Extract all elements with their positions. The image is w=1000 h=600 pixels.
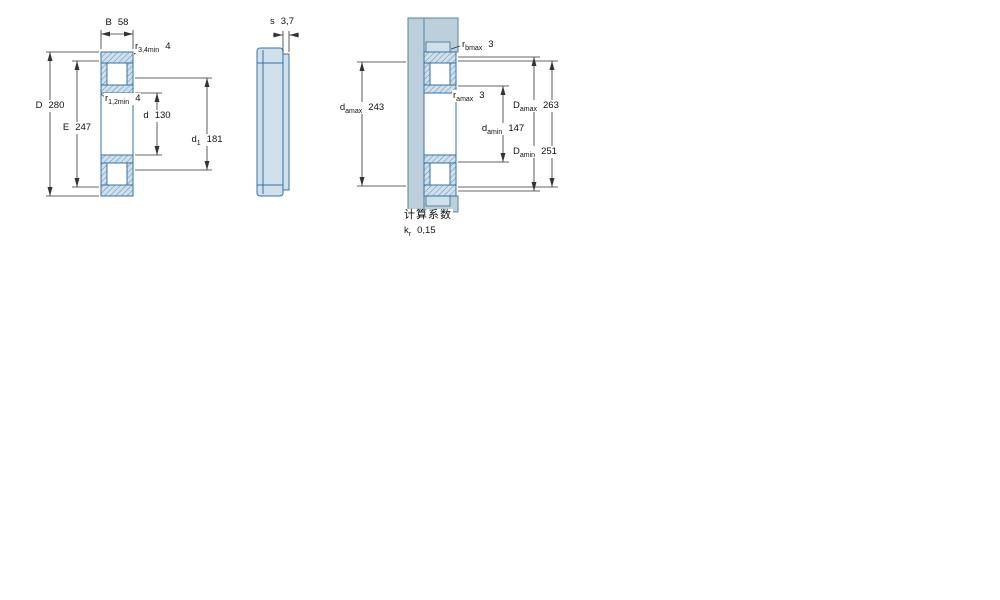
- roller: [106, 162, 128, 186]
- dim-label-damax: damax 243: [338, 102, 386, 115]
- dim-value: 130: [154, 110, 171, 121]
- dim-value: 243: [368, 102, 385, 113]
- inner-ring-flange: [423, 162, 431, 186]
- factor-symbol: k: [404, 225, 409, 236]
- dim-symbol: s: [270, 16, 275, 27]
- leader-line-rb: [450, 45, 461, 50]
- dim-label-E: E 247: [61, 122, 93, 134]
- dim-value: 3: [488, 39, 494, 50]
- dim-value: 3,7: [280, 16, 294, 27]
- dim-symbol: r: [462, 39, 466, 50]
- calculation-factor-kr: kr 0,15: [403, 225, 437, 238]
- dim-label-r12min: r1,2min 4: [104, 93, 142, 106]
- dim-symbol: d: [339, 102, 346, 113]
- inner-ring-flange: [126, 162, 134, 186]
- dimension-lines: [46, 30, 558, 197]
- inner-ring-flange: [449, 162, 457, 186]
- mounting-bearing-section: [423, 51, 457, 197]
- side-view: [256, 47, 290, 197]
- dim-label-ramax: ramax 3: [452, 90, 486, 103]
- dim-value: 247: [75, 122, 92, 133]
- inner-ring-top-section: [423, 84, 457, 94]
- dim-symbol: D: [35, 100, 43, 111]
- dim-label-d1: d1 181: [190, 134, 224, 147]
- dim-subscript: 1: [196, 139, 201, 147]
- dim-value: 58: [117, 17, 129, 28]
- inner-ring-flange: [449, 62, 457, 86]
- dim-symbol: E: [62, 122, 70, 133]
- dim-subscript: amax: [519, 105, 537, 113]
- dim-label-B: B 58: [104, 17, 130, 29]
- dim-symbol: d: [191, 134, 197, 145]
- dim-value: 181: [206, 134, 223, 145]
- dim-label-rbmax: rbmax 3: [461, 39, 495, 52]
- dim-subscript: bmax: [465, 44, 483, 52]
- dim-label-D: D 280: [34, 100, 66, 112]
- inner-ring-flange: [100, 162, 108, 186]
- inner-ring-top-section: [100, 84, 134, 94]
- dim-value: 263: [543, 100, 559, 111]
- dim-label-d: d 130: [142, 110, 172, 122]
- outer-ring-bottom-section: [100, 184, 134, 197]
- dim-value: 280: [48, 100, 65, 111]
- dim-symbol: r: [105, 93, 109, 104]
- dim-symbol: B: [105, 17, 112, 28]
- dim-label-Damin: Damin 251: [512, 146, 558, 159]
- inner-ring-bottom-section: [423, 154, 457, 164]
- mounting-housing: [407, 17, 459, 213]
- dim-label-damin: damin 147: [480, 123, 526, 136]
- snap-ring: [425, 41, 451, 53]
- dim-symbol: D: [513, 146, 520, 157]
- outer-ring-top-section: [423, 51, 457, 64]
- inner-ring-flange: [423, 62, 431, 86]
- inner-ring-flange: [126, 62, 134, 86]
- front-section-view: [100, 51, 134, 197]
- factor-value: 0,15: [417, 225, 436, 236]
- dim-value: 4: [165, 41, 171, 52]
- dim-symbol: r: [135, 41, 139, 52]
- dim-subscript: amin: [487, 128, 503, 136]
- dim-label-s: s 3,7: [269, 16, 295, 28]
- roller: [106, 62, 128, 86]
- dim-subscript: 3,4min: [138, 46, 160, 54]
- snap-ring: [425, 195, 451, 207]
- dim-subscript: amin: [519, 151, 536, 159]
- dim-label-r34min: r3,4min 4: [134, 41, 172, 54]
- dim-value: 147: [508, 123, 525, 134]
- roller: [429, 162, 451, 186]
- dim-symbol: D: [513, 100, 520, 111]
- dim-symbol: r: [453, 90, 457, 101]
- dim-value: 251: [541, 146, 557, 157]
- dim-subscript: amax: [345, 107, 363, 115]
- snap-ring-side-profile: [282, 53, 290, 191]
- factor-subscript: r: [408, 230, 412, 238]
- dim-symbol: d: [143, 110, 149, 121]
- dim-symbol: d: [481, 123, 488, 134]
- dim-value: 4: [135, 93, 141, 104]
- dim-label-Damax: Damax 263: [512, 100, 560, 113]
- inner-ring-flange: [100, 62, 108, 86]
- bearing-side-profile: [256, 47, 284, 197]
- dim-subscript: amax: [456, 95, 474, 103]
- outer-ring-top-section: [100, 51, 134, 64]
- dim-value: 3: [479, 90, 485, 101]
- dim-subscript: 1,2min: [108, 98, 130, 106]
- outer-ring-bottom-section: [423, 184, 457, 197]
- abutment-wall: [407, 17, 425, 213]
- roller: [429, 62, 451, 86]
- calculation-factors-title: 计算系数: [403, 209, 453, 221]
- inner-ring-bottom-section: [100, 154, 134, 164]
